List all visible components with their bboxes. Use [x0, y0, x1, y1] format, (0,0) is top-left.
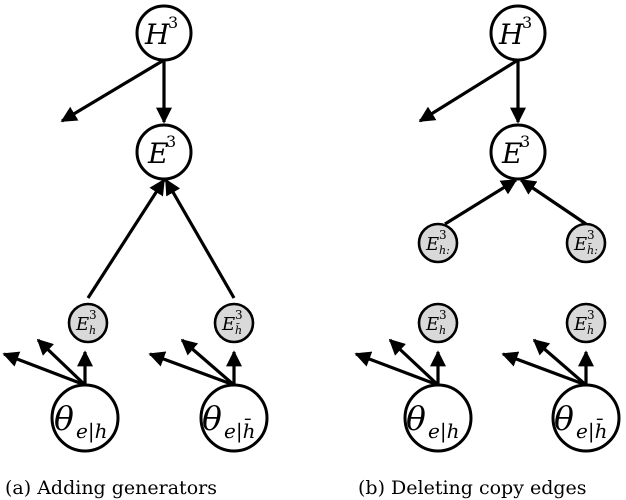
- node-b-theta1-label: θ: [406, 399, 426, 438]
- node-b-h-label: H: [498, 18, 524, 51]
- edge-b-h-out: [418, 58, 519, 123]
- node-a-ehbar-sub: h̄: [235, 324, 242, 337]
- node-b-ehbarc-sub: h̄:: [587, 244, 598, 257]
- node-b-eh-sup: 3: [439, 308, 447, 322]
- node-a-eh-sub: h: [89, 324, 96, 337]
- node-a-theta2: θ e|h̄: [199, 383, 269, 453]
- node-a-e: E 3: [135, 123, 193, 181]
- node-a-h-sup: 3: [168, 13, 178, 32]
- node-b-eh: E 3 h: [417, 302, 459, 344]
- node-b-theta2-sub: e|h̄: [576, 418, 607, 444]
- node-b-e-sup: 3: [520, 132, 530, 151]
- node-b-h: H 3: [489, 4, 547, 62]
- node-b-eh-label: E: [425, 314, 439, 335]
- node-a-e-label: E: [147, 137, 168, 170]
- caption-a: (a) Adding generators: [5, 477, 217, 499]
- node-b-ehbarc-sup: 3: [587, 228, 595, 242]
- node-b-ehc-label: E: [425, 234, 439, 255]
- node-a-h-label: H: [144, 18, 170, 51]
- edge-a-h-out: [60, 58, 165, 123]
- edge-a-ehbar-e: [164, 178, 236, 299]
- edge-b-th1-out2: [354, 351, 439, 387]
- node-b-ehbar-sup: 3: [587, 308, 595, 322]
- panel-a: H 3 E 3 E 3 h E 3 h̄ θ e|h: [2, 4, 269, 499]
- edge-b-ehc-e: [444, 178, 518, 226]
- node-a-ehbar: E 3 h̄: [213, 302, 255, 344]
- node-b-theta2: θ e|h̄: [551, 383, 621, 453]
- node-a-theta1-label: θ: [54, 399, 74, 438]
- edge-a-th1-out2: [2, 351, 86, 387]
- node-b-eh-sub: h: [439, 324, 446, 337]
- node-a-ehbar-sup: 3: [235, 308, 243, 322]
- node-a-h: H 3: [135, 4, 193, 62]
- panel-b-edges: [354, 58, 594, 387]
- panel-b: H 3 E 3 E 3 h: E 3 h̄: E 3 h E: [354, 4, 621, 499]
- node-b-theta2-label: θ: [554, 399, 574, 438]
- edge-b-th1-out1: [388, 338, 440, 387]
- node-b-theta1: θ e|h: [403, 383, 473, 453]
- edge-b-ehbarc-e: [519, 178, 587, 226]
- node-b-ehc-sub: h:: [439, 244, 450, 257]
- edge-b-th2-out1: [532, 338, 588, 387]
- node-b-e-label: E: [501, 137, 522, 170]
- edge-a-th2-out2: [148, 351, 235, 387]
- node-a-e-sup: 3: [166, 132, 176, 151]
- node-b-ehc: E 3 h:: [417, 222, 459, 264]
- node-b-ehbarc: E 3 h̄:: [565, 222, 607, 264]
- node-b-ehbar-label: E: [573, 314, 587, 335]
- node-a-theta2-label: θ: [202, 399, 222, 438]
- node-a-ehbar-label: E: [221, 314, 235, 335]
- node-a-eh-label: E: [75, 314, 89, 335]
- node-b-ehbar-sub: h̄: [587, 324, 594, 337]
- node-a-theta1-sub: e|h: [76, 419, 107, 444]
- node-b-ehbarc-label: E: [573, 234, 587, 255]
- node-a-eh-sup: 3: [89, 308, 97, 322]
- node-a-eh: E 3 h: [67, 302, 109, 344]
- node-a-theta1: θ e|h: [50, 383, 120, 453]
- edge-b-th2-out2: [501, 351, 587, 387]
- node-b-e: E 3: [489, 123, 547, 181]
- node-a-theta2-sub: e|h̄: [224, 418, 255, 444]
- node-b-theta1-sub: e|h: [428, 419, 459, 444]
- panel-a-edges: [2, 58, 242, 387]
- caption-b: (b) Deleting copy edges: [358, 477, 587, 499]
- edge-a-th2-out1: [180, 338, 236, 387]
- node-b-ehc-sup: 3: [439, 228, 447, 242]
- node-b-ehbar: E 3 h̄: [565, 302, 607, 344]
- edge-a-eh-e: [86, 178, 166, 299]
- edge-a-th1-out1: [36, 338, 87, 387]
- node-b-h-sup: 3: [522, 13, 532, 32]
